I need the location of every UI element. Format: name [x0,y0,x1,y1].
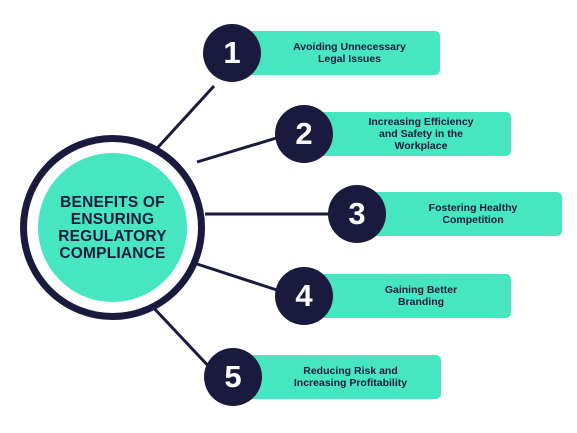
benefit-number-5: 5 [224,359,242,394]
connector-line-1 [148,84,216,158]
central-hub-fill: BENEFITS OF ENSURING REGULATORY COMPLIAN… [38,153,187,302]
benefit-bar-4: Gaining Better Branding [305,274,511,318]
connector-line-5 [148,302,216,374]
central-hub-circle: BENEFITS OF ENSURING REGULATORY COMPLIAN… [20,135,205,320]
benefit-number-2: 2 [295,116,313,151]
benefit-number-3: 3 [348,196,366,231]
benefit-label-2: Increasing Efficiency and Safety in the … [368,116,474,152]
benefit-label-1: Avoiding Unnecessary Legal Issues [293,41,406,65]
benefit-label-4: Gaining Better Branding [384,284,458,308]
connector-line-4 [196,262,284,294]
benefit-bar-3: Fostering Healthy Competition [358,192,562,236]
number-badge-2: 2 [275,105,333,163]
number-badge-1: 1 [203,24,261,82]
number-badge-5: 5 [204,348,262,406]
benefit-number-4: 4 [295,278,313,313]
number-badge-4: 4 [275,267,333,325]
connector-line-2 [196,134,284,164]
benefit-bar-5: Reducing Risk and Increasing Profitabili… [234,355,441,399]
number-badge-3: 3 [328,185,386,243]
benefit-number-1: 1 [223,35,241,70]
hub-title: BENEFITS OF ENSURING REGULATORY COMPLIAN… [58,193,167,262]
benefit-label-5: Reducing Risk and Increasing Profitabili… [293,365,408,389]
benefit-bar-1: Avoiding Unnecessary Legal Issues [233,31,440,75]
benefit-bar-2: Increasing Efficiency and Safety in the … [305,112,511,156]
benefit-label-3: Fostering Healthy Competition [428,202,518,226]
